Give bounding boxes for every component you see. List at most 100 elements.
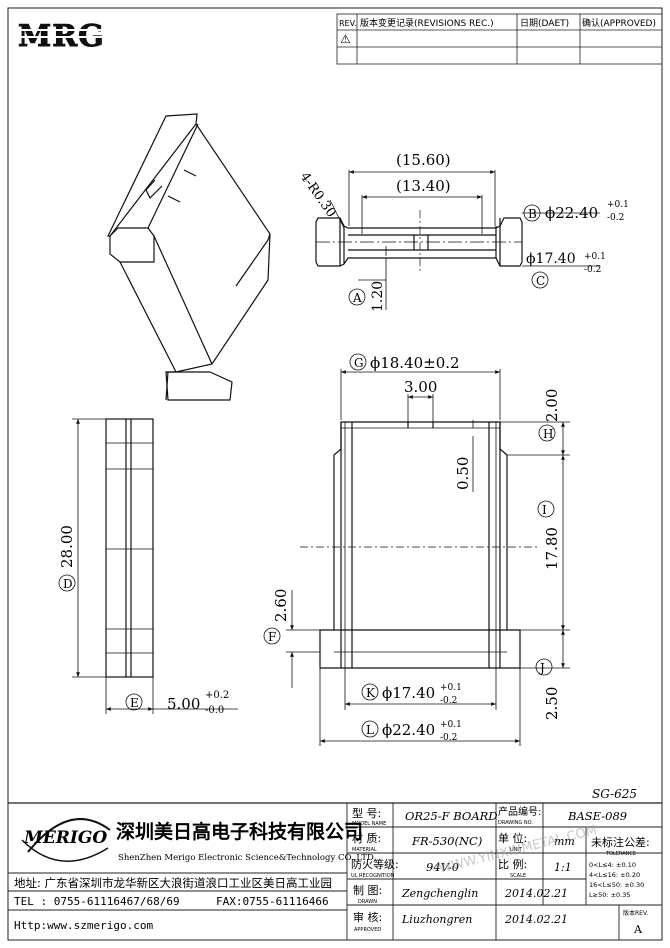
label-c-circle (531, 271, 549, 289)
label-i-circle (537, 500, 555, 518)
front-view (300, 421, 540, 669)
date-header: 日期(DAET) (520, 18, 569, 29)
label-a: A (352, 291, 362, 305)
revision-table (336, 13, 663, 65)
label-g-circle (349, 353, 367, 371)
drawing-no-value: BASE-089 (567, 809, 627, 823)
label-f-circle (263, 627, 281, 645)
company-fax: FAX:0755-61116466 (216, 895, 329, 908)
dim-i-value: 17.80 (543, 527, 561, 570)
dim-l-value: ϕ22.40 (382, 721, 435, 739)
side-view (105, 418, 154, 678)
dim-b-tol-lower: -0.2 (607, 213, 624, 223)
merigo-logo-text: MERIGO (23, 828, 107, 848)
label-k-circle (361, 683, 379, 701)
tolerance-row-2: 4<L≤16: ±0.20 (589, 871, 640, 879)
material-label: 材 质: (352, 831, 381, 845)
isometric-view (107, 113, 271, 401)
unit-label-en: UNIT (510, 847, 523, 853)
dim-3-00: 3.00 (404, 378, 437, 396)
model-label-en: MODEL NAME (352, 821, 386, 827)
label-g: G (354, 356, 364, 370)
label-f: F (268, 630, 276, 644)
version-value: A (633, 923, 643, 936)
dim-k-tol-upper: +0.1 (440, 683, 462, 693)
drawn-date: 2014.02.21 (504, 887, 568, 900)
approved-label: 审 核: (353, 910, 382, 924)
label-d-circle (58, 574, 76, 592)
ul-label-en: UL RECOGNITION (351, 873, 395, 879)
label-k: K (366, 686, 376, 700)
label-l: L (366, 723, 374, 737)
company-name-cn: 深圳美日高电子科技有限公司 (116, 820, 363, 843)
scale-label: 比 例: (498, 857, 527, 871)
dim-radius: 4-R0.30 (297, 170, 339, 221)
dim-a-value: 1.20 (370, 281, 386, 312)
dim-b-value: ϕ22.40 (545, 204, 598, 222)
approved-header: 确认(APPROVED) (582, 17, 656, 29)
tolerance-row-1: 0<L≤4: ±0.10 (589, 861, 636, 869)
label-c: C (536, 274, 545, 288)
dim-k-value: ϕ17.40 (382, 684, 435, 702)
version-label: 版本REV. (623, 909, 648, 917)
title-block-grid (8, 802, 662, 940)
unit-label: 单 位: (498, 831, 527, 845)
drawing-no-label-en: DRAWING NO. (498, 820, 533, 826)
dim-d-value: 28.00 (58, 525, 76, 568)
dim-l-tol-upper: +0.1 (440, 720, 462, 730)
dim-j-value: 2.50 (543, 687, 561, 720)
dim-h-value: 2.00 (543, 389, 561, 422)
approved-value: Liuzhongren (401, 913, 472, 926)
label-b: B (528, 207, 537, 221)
dim-e-tol-lower: -0.0 (205, 705, 224, 716)
dim-15-60: (15.60) (396, 151, 451, 169)
company-website: Http:www.szmerigo.com (14, 919, 153, 932)
drawn-label: 制 图: (353, 884, 382, 897)
rev-triangle-icon: ⚠ (340, 32, 351, 46)
dim-k-tol-lower: -0.2 (440, 696, 457, 706)
scale-value: 1:1 (554, 861, 572, 874)
label-a-circle (348, 288, 366, 306)
label-j: J (538, 661, 545, 675)
label-i: I (542, 503, 547, 517)
dim-l-tol-lower: -0.2 (440, 733, 457, 743)
record-header: 版本变更记录(REVISIONS REC.) (360, 17, 494, 29)
dim-g-value: ϕ18.40±0.2 (370, 354, 460, 372)
logo-text: MRG (18, 19, 105, 54)
label-l-circle (361, 720, 379, 738)
dim-c-tol-upper: +0.1 (584, 252, 606, 262)
label-h: H (543, 427, 553, 441)
label-b-circle (523, 204, 541, 222)
merigo-logo: MERIGO (21, 818, 111, 862)
dim-e-tol-upper: +0.2 (205, 690, 229, 701)
approved-label-en: APPROVED (354, 927, 381, 933)
side-view-dims (72, 418, 238, 714)
drawing-no-label: 产品编号: (498, 805, 541, 818)
scale-label-en: SCALE (510, 873, 526, 879)
label-j-circle (535, 658, 553, 676)
dim-e-value: 5.00 (167, 695, 200, 713)
tolerance-row-4: L≥50: ±0.35 (589, 891, 631, 899)
material-label-en: MATERIAL (352, 847, 377, 853)
dim-c-value: ϕ17.40 (526, 251, 576, 267)
front-view-dims (286, 369, 570, 746)
dim-c-tol-lower: -0.2 (584, 265, 601, 275)
tolerance-label-en: TOLERANCE (605, 851, 636, 857)
sheet-border (7, 7, 663, 941)
approved-date: 2014.02.21 (504, 913, 568, 926)
label-e: E (130, 696, 139, 710)
dim-b-tol-upper: +0.1 (607, 200, 629, 210)
dim-0-50: 0.50 (454, 457, 472, 490)
label-d: D (63, 577, 73, 591)
unit-value: mm (554, 835, 575, 848)
label-e-circle (125, 693, 143, 711)
ul-value: 94V-0 (426, 860, 459, 874)
material-value: FR-530(NC) (411, 834, 482, 848)
tolerance-row-3: 16<L≤50: ±0.30 (589, 881, 644, 889)
top-view-dims (329, 170, 600, 310)
tolerance-label: 未标注公差: (591, 835, 650, 849)
mrg-logo: MRG (16, 19, 122, 55)
company-tel: TEL : 0755-61116467/68/69 (14, 895, 180, 908)
company-address: 地址: 广东省深圳市龙华新区大浪街道浪口工业区美日高工业园 (14, 876, 332, 890)
